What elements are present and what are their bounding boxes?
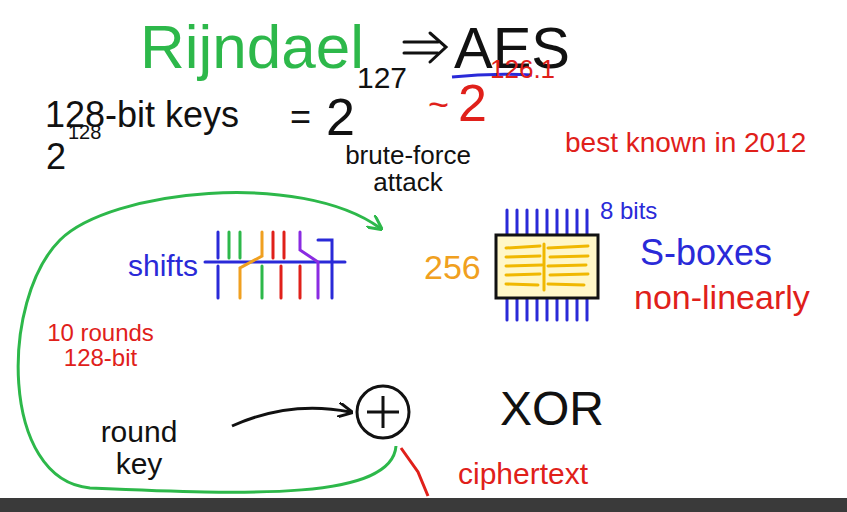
table-size: 256 [424,248,481,286]
approx-sign-holder: ~ [428,86,449,124]
power-base: 2 [46,136,66,177]
power-exponent-holder: 126.1 [490,56,555,83]
round-loop-arrow [18,193,396,493]
note: best known in 2012 [565,127,806,158]
cipher-name: Rijndael [140,12,364,81]
output-name-holder: ciphertext [458,458,588,490]
output-name: ciphertext [458,457,588,490]
step-name: round key [101,415,178,480]
operation-name: XOR [500,382,604,435]
xor-symbol [357,386,409,438]
round-count-holder: 10 rounds 128-bit [38,320,163,370]
cipher-name-holder: Rijndael [140,14,364,79]
power-base: 2 [458,74,487,132]
ciphertext-stroke [401,448,428,496]
note-holder: brute-force attack [328,142,488,197]
implies-arrow [404,33,446,62]
note: brute-force attack [345,140,471,197]
power-exponent: 128 [68,121,101,143]
bit-width: 8 bits [600,197,657,224]
note-holder: best known in 2012 [565,128,806,157]
bit-width-holder: 8 bits [600,198,657,223]
player-bar [0,498,847,512]
power-exponent: 127 [357,61,407,94]
s-box-symbol [496,210,598,320]
round-key-arrow [232,408,350,426]
operation-name-holder: XOR [500,384,604,434]
power-base: 2 [326,88,355,146]
equals-sign: = [290,96,311,137]
power-base-holder: 2 [326,90,355,145]
equals-sign-holder: = [290,98,311,136]
power-base-holder: 2 [458,76,487,131]
power-exponent: 126.1 [490,54,555,84]
power-exponent-holder: 127 [357,62,407,94]
shift-wires [205,232,345,298]
step-name-holder: shifts [128,250,198,282]
round-count: 10 rounds 128-bit [47,319,154,371]
table-size-holder: 256 [424,250,481,286]
power-base-holder: 2 [46,138,66,176]
step-name-holder: S-boxes [640,234,772,272]
note-holder: non-linearly [634,280,810,316]
power-exponent-holder: 128 [68,122,101,143]
step-name: shifts [128,249,198,282]
step-name-holder: round key [84,416,194,479]
note: non-linearly [634,278,810,316]
step-name: S-boxes [640,232,772,273]
approx-sign: ~ [428,84,449,125]
